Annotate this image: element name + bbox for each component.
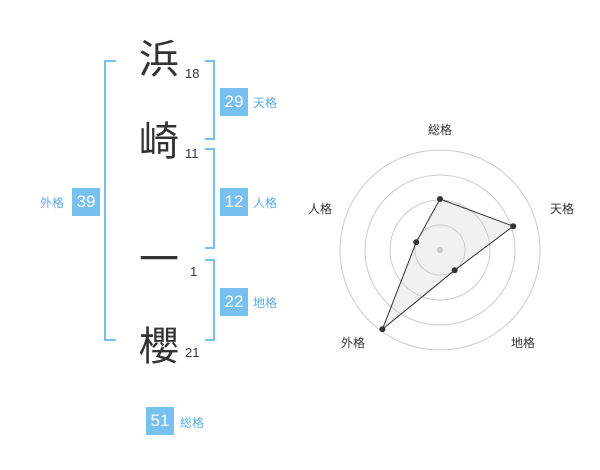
radar-axis-label-jinkaku: 人格 bbox=[308, 202, 333, 216]
radar-point-4 bbox=[413, 239, 420, 246]
gaikaku-bracket bbox=[104, 60, 116, 341]
name-char-3: 一 bbox=[139, 237, 179, 283]
chikaku-badge: 22 bbox=[220, 288, 248, 316]
radar-center bbox=[437, 247, 443, 253]
name-char-4: 櫻 bbox=[139, 324, 179, 370]
radar-point-3 bbox=[379, 326, 386, 333]
radar-point-0 bbox=[437, 196, 443, 202]
radar-point-1 bbox=[510, 223, 517, 230]
name-char-1: 浜 bbox=[139, 37, 179, 83]
radar-ring bbox=[339, 149, 541, 351]
stroke-count-1: 18 bbox=[185, 66, 200, 81]
jinkaku-label: 人格 bbox=[253, 196, 278, 210]
radar-axis-label-gaikaku: 外格 bbox=[341, 336, 366, 350]
stroke-count-4: 21 bbox=[185, 345, 200, 360]
radar-axis-label-chikaku: 地格 bbox=[511, 336, 536, 350]
name-char-2: 崎 bbox=[139, 119, 179, 165]
jinkaku-badge: 12 bbox=[220, 188, 248, 216]
radar-point-2 bbox=[451, 267, 458, 274]
stroke-count-2: 11 bbox=[185, 146, 199, 161]
jinkaku-bracket bbox=[205, 148, 215, 249]
gaikaku-badge: 39 bbox=[72, 188, 100, 216]
radar-ring bbox=[364, 174, 516, 326]
chikaku-label: 地格 bbox=[253, 296, 278, 310]
radar-chart bbox=[339, 149, 541, 351]
radar-axis-label-soukaku: 総格 bbox=[428, 123, 453, 137]
tenkaku-badge: 29 bbox=[220, 88, 248, 116]
radar-series-polygon bbox=[381, 198, 515, 331]
chikaku-bracket bbox=[205, 259, 215, 341]
tenkaku-label: 天格 bbox=[253, 96, 278, 110]
gaikaku-label: 外格 bbox=[40, 196, 65, 210]
soukaku-badge: 51 bbox=[146, 407, 174, 435]
stroke-count-3: 1 bbox=[190, 264, 198, 279]
soukaku-label: 総格 bbox=[180, 416, 205, 430]
radar-axis-label-tenkaku: 天格 bbox=[550, 202, 575, 216]
tenkaku-bracket bbox=[205, 60, 215, 140]
radar-ring bbox=[414, 224, 466, 276]
